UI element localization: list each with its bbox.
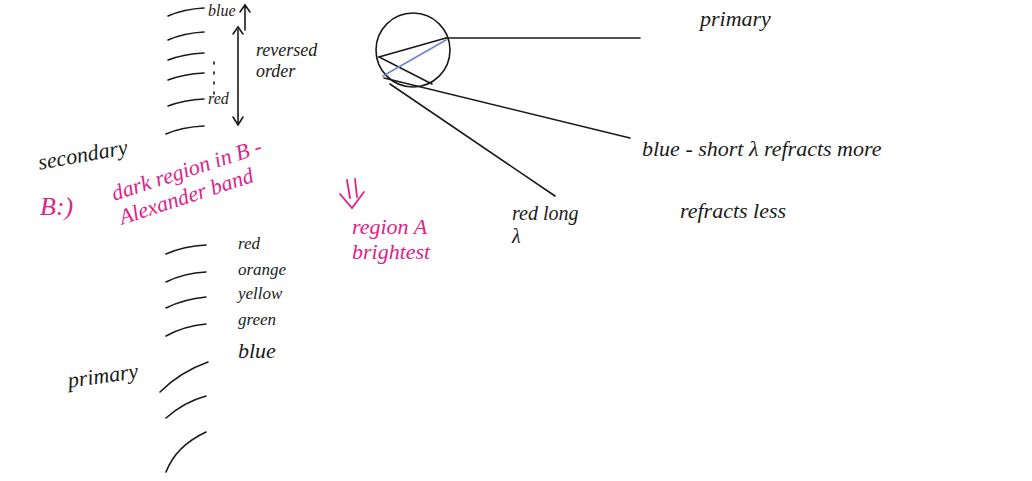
up-arrow <box>240 5 250 30</box>
bow-name: secondary <box>36 134 129 175</box>
dots <box>213 62 215 94</box>
bow-stroke <box>166 324 206 336</box>
band-color: yellow <box>238 284 282 304</box>
bow-stroke <box>168 99 204 106</box>
bow-name: primary <box>66 358 140 393</box>
bow-stroke <box>166 396 206 418</box>
blue-ray <box>384 78 630 138</box>
sun-ray <box>446 37 640 39</box>
ray-note: red long λ <box>512 202 592 248</box>
double-arrow <box>233 27 243 125</box>
annotation: region A brightest <box>352 214 482 265</box>
bow-stroke <box>168 73 204 80</box>
ray-note: blue - short λ refracts more <box>642 136 882 161</box>
ray-note: refracts less <box>680 198 786 223</box>
part-label: B:) <box>40 192 73 222</box>
primary-ray-label: primary <box>700 6 771 31</box>
implies-arrow <box>340 179 364 208</box>
bow-stroke <box>168 32 204 40</box>
band-color: red <box>208 90 229 108</box>
bow-stroke <box>166 126 204 134</box>
bow-stroke <box>166 432 206 472</box>
bow-stroke <box>166 297 206 308</box>
bow-stroke <box>168 8 204 16</box>
bow-stroke <box>160 362 208 392</box>
internal-ray <box>379 38 446 84</box>
bow-stroke <box>166 272 206 282</box>
bow-stroke <box>166 245 206 254</box>
red-ray <box>390 84 555 196</box>
bow-stroke <box>168 53 204 60</box>
band-color: blue <box>208 2 236 20</box>
band-color: green <box>238 310 276 330</box>
band-color: red <box>238 234 260 254</box>
raindrop <box>376 13 450 87</box>
annotation: dark region in B - Alexander band <box>108 111 342 230</box>
band-color: blue <box>238 338 276 363</box>
band-color: orange <box>238 260 286 280</box>
internal-ray <box>383 40 446 76</box>
note: reversed order <box>256 40 346 81</box>
